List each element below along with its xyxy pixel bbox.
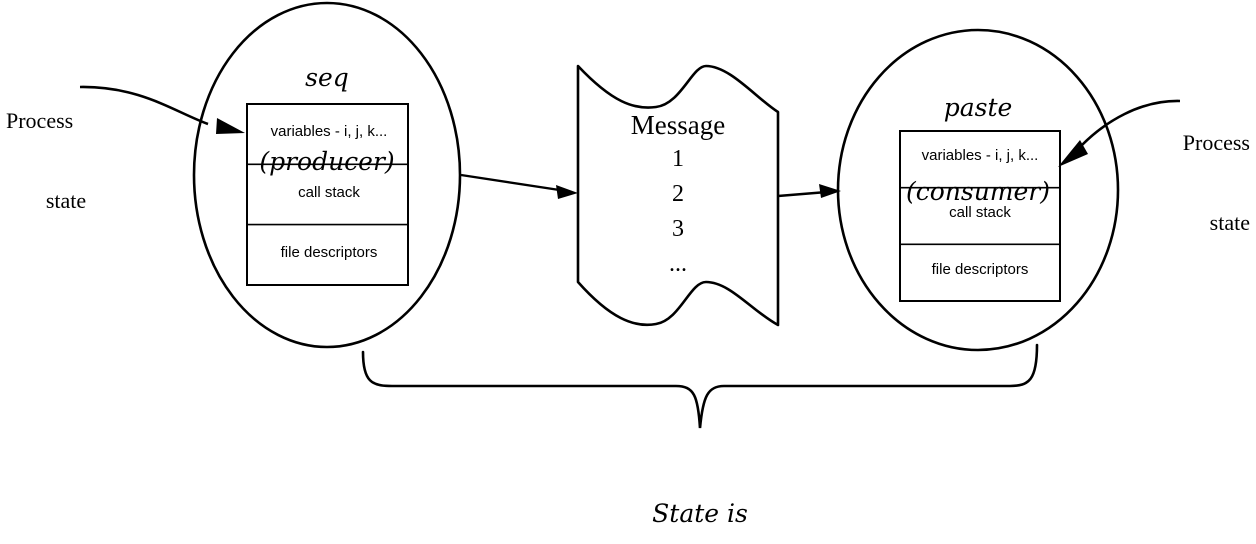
- producer-state-box: [246, 103, 409, 286]
- message-title: Message: [630, 110, 726, 140]
- producer-title: seq (producer): [227, 8, 427, 232]
- producer-ellipse: [192, 1, 462, 349]
- consumer-state-box: [899, 130, 1061, 302]
- message-item-1: 1: [672, 146, 684, 172]
- encapsulation-brace: [361, 343, 1039, 429]
- consumer-row-call-stack: call stack: [949, 204, 1011, 221]
- left-callout-label: Process state: [6, 54, 126, 269]
- consumer-row-variables: variables - i, j, k...: [921, 147, 1039, 164]
- producer-row-variables: variables - i, j, k...: [270, 123, 388, 140]
- producer-row-file-descriptors: file descriptors: [280, 244, 378, 261]
- right-callout-arrow: [1058, 99, 1181, 167]
- left-callout-line2: state: [45, 188, 87, 214]
- arrow-message-to-consumer: [777, 184, 841, 198]
- consumer-ellipse: [836, 28, 1120, 352]
- consumer-name: paste: [943, 93, 1013, 122]
- right-callout-label: Process state: [1130, 76, 1250, 291]
- right-callout-line2: state: [1209, 210, 1250, 236]
- caption-line-1: State is: [652, 499, 748, 528]
- message-scroll-shape: [576, 64, 780, 327]
- producer-row-call-stack: call stack: [298, 184, 360, 201]
- left-callout-arrow: [79, 85, 245, 134]
- encapsulation-caption: State is encapsulated within the process: [520, 434, 880, 544]
- arrow-producer-to-message: [460, 173, 578, 199]
- consumer-row-file-descriptors: file descriptors: [931, 261, 1029, 278]
- producer-name: seq: [305, 63, 349, 92]
- left-callout-line1: Process: [6, 107, 74, 133]
- message-item-3: 3: [672, 216, 684, 242]
- right-callout-line1: Process: [1182, 129, 1250, 155]
- producer-role: (producer): [259, 147, 395, 176]
- message-item-ellipsis: ...: [669, 251, 687, 277]
- consumer-title: paste (consumer): [878, 38, 1078, 262]
- message-item-2: 2: [672, 181, 684, 207]
- consumer-role: (consumer): [905, 177, 1051, 206]
